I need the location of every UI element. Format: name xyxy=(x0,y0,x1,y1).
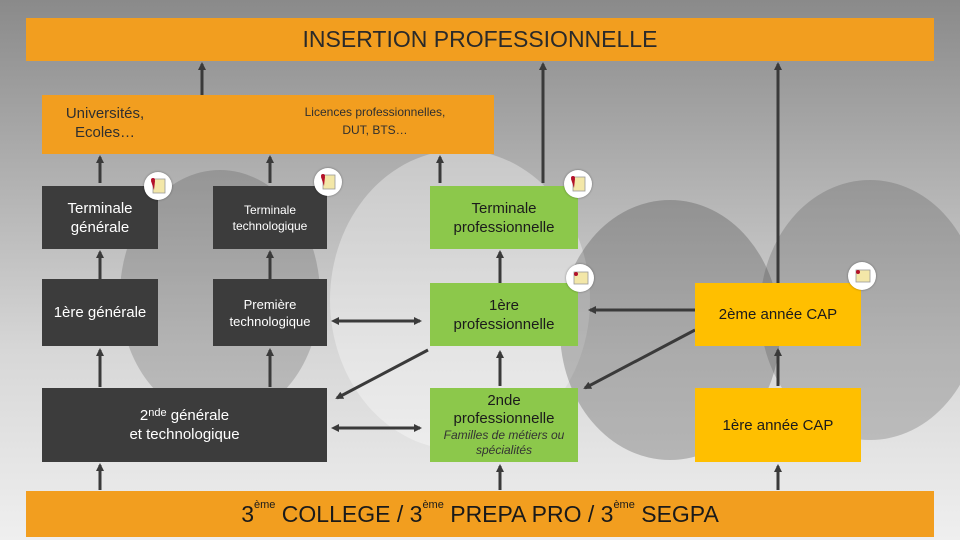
premiere-pro-line1: 1ère xyxy=(488,296,520,314)
prepa-num: 3 xyxy=(409,500,423,527)
terminale-techno-line2: technologique xyxy=(232,218,308,233)
terminale-techno-line1: Terminale xyxy=(243,202,297,217)
college-text: 3ème COLLEGE / 3ème PREPA PRO / 3ème SEG… xyxy=(241,498,719,528)
seconde-sup: nde xyxy=(148,407,167,419)
seconde-pro-box: 2nde professionnelle Familles de métiers… xyxy=(430,388,578,462)
licences-label: Licences professionnelles, DUT, BTS… xyxy=(280,103,470,139)
premiere-techno-line2: technologique xyxy=(229,313,311,329)
diploma-icon xyxy=(314,168,342,196)
insertion-title: INSERTION PROFESSIONNELLE xyxy=(302,26,658,52)
seconde-num: 2 xyxy=(139,407,149,424)
arrow-1ere-pro-to-2nde-generale xyxy=(335,348,429,400)
college-banner: 3ème COLLEGE / 3ème PREPA PRO / 3ème SEG… xyxy=(26,491,934,537)
segpa-label: SEGPA xyxy=(634,500,719,527)
cap-year1-label: 1ère année CAP xyxy=(722,416,834,434)
universites-line2: Ecoles… xyxy=(74,124,136,141)
diploma-icon xyxy=(848,262,876,290)
terminale-pro-line2: professionnelle xyxy=(453,218,555,236)
college-num: 3 xyxy=(241,500,255,527)
seconde-generale-line2: et technologique xyxy=(129,426,240,443)
seconde-generale-techno-box: 2nde générale et technologique xyxy=(42,388,327,462)
premiere-techno-line1: Première xyxy=(243,296,297,312)
college-sup: ème xyxy=(254,498,276,511)
terminale-pro-box: Terminale professionnelle xyxy=(430,186,578,249)
terminale-generale-line1: Terminale xyxy=(67,199,133,217)
seconde-text: générale xyxy=(166,407,230,424)
premiere-pro-box: 1ère professionnelle xyxy=(430,283,578,346)
arrow-2eme-cap-to-2nde-pro xyxy=(583,328,696,390)
licences-line2: DUT, BTS… xyxy=(342,123,408,137)
diploma-icon xyxy=(566,264,594,292)
premiere-generale-label: 1ère générale xyxy=(53,304,147,321)
licences-line1: Licences professionnelles, xyxy=(304,105,446,119)
college-label: COLLEGE / xyxy=(275,500,410,527)
seconde-pro-note-line1: Familles de métiers ou xyxy=(443,428,565,442)
segpa-sup: ème xyxy=(613,498,635,511)
seconde-pro-note-line2: spécialités xyxy=(475,443,533,457)
seconde-pro-line1: 2nde xyxy=(487,392,521,409)
universites-label: Universités, Ecoles… xyxy=(50,104,160,142)
prepa-label: PREPA PRO / xyxy=(443,500,601,527)
premiere-techno-box: Première technologique xyxy=(213,279,327,346)
insertion-professionnelle-banner: INSERTION PROFESSIONNELLE xyxy=(26,18,934,61)
terminale-techno-box: Terminale technologique xyxy=(213,186,327,249)
diploma-icon xyxy=(144,172,172,200)
cap-year1-box: 1ère année CAP xyxy=(695,388,861,462)
diploma-icon xyxy=(564,170,592,198)
universites-line1: Universités, xyxy=(65,105,145,122)
segpa-num: 3 xyxy=(600,500,614,527)
premiere-pro-line2: professionnelle xyxy=(453,315,555,333)
terminale-generale-box: Terminale générale xyxy=(42,186,158,249)
premiere-generale-box: 1ère générale xyxy=(42,279,158,346)
terminale-pro-line1: Terminale xyxy=(471,199,537,217)
cap-year2-box: 2ème année CAP xyxy=(695,283,861,346)
prepa-sup: ème xyxy=(422,498,444,511)
terminale-generale-line2: générale xyxy=(70,218,130,236)
cap-year2-label: 2ème année CAP xyxy=(718,306,838,323)
seconde-generale-line1: 2nde générale xyxy=(140,406,229,425)
higher-education-box xyxy=(42,95,494,154)
seconde-pro-line2: professionnelle xyxy=(453,410,555,427)
